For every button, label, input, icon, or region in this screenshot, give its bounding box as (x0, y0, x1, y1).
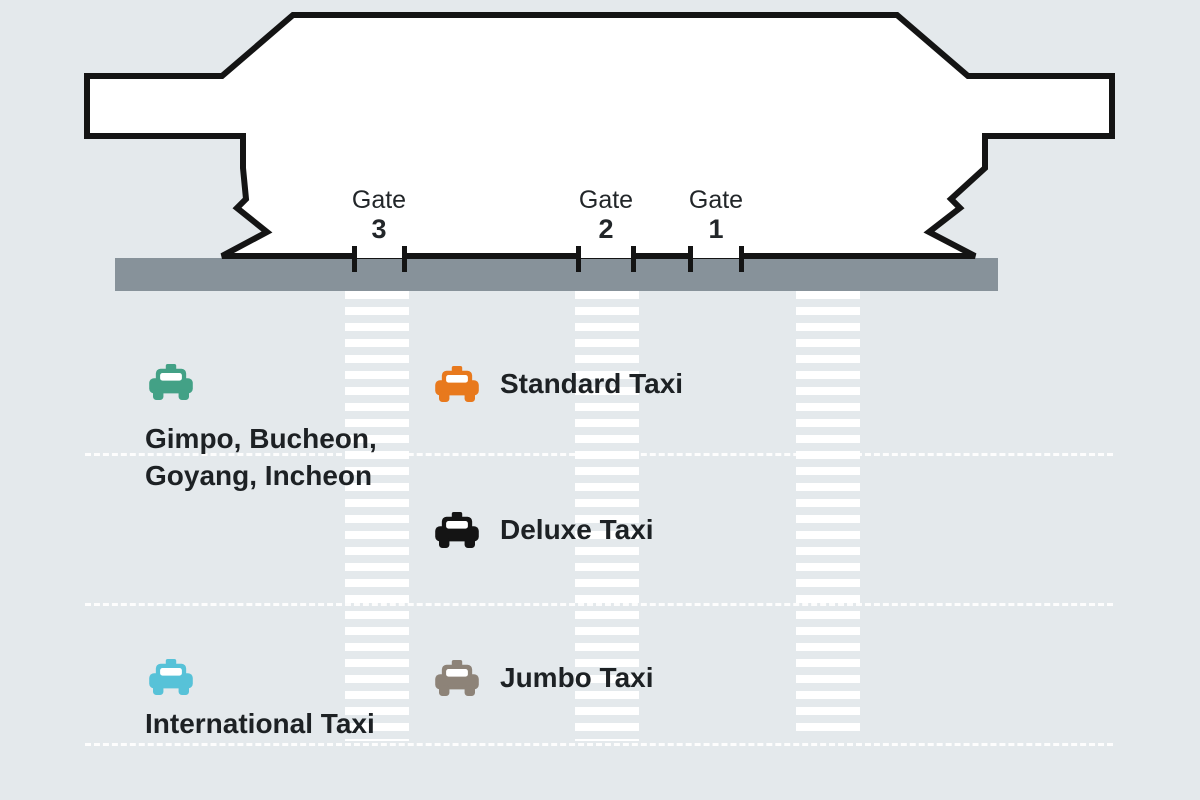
gate-word: Gate (351, 186, 407, 214)
crosswalk-gate-3 (345, 291, 409, 741)
legend-label: Deluxe Taxi (500, 514, 654, 545)
gate-number: 3 (371, 214, 387, 244)
legend-label-line: Gimpo, Bucheon, (145, 423, 377, 454)
gate-2-label: Gate 2 (558, 186, 654, 244)
gate-word: Gate (688, 186, 744, 214)
terminal-outline (84, 12, 1115, 259)
gate-3-label: Gate 3 (331, 186, 427, 244)
taxi-icon (435, 660, 479, 696)
crosswalk-right (796, 291, 860, 737)
legend-label: Gimpo, Bucheon, Goyang, Incheon (145, 420, 377, 494)
legend-label: Jumbo Taxi (500, 662, 654, 693)
taxi-icon (149, 364, 193, 400)
zone-divider-line (85, 743, 1113, 746)
taxi-icon (435, 512, 479, 548)
legend-standard-taxi: Standard Taxi (434, 366, 683, 402)
curb-road (115, 258, 998, 291)
legend-international-taxi: International Taxi (145, 659, 375, 740)
taxi-icon (435, 366, 479, 402)
gate-1-label: Gate 1 (668, 186, 764, 244)
gate-word: Gate (578, 186, 634, 214)
gate-number: 1 (708, 214, 724, 244)
crosswalk-gate-2 (575, 291, 639, 741)
legend-label-line: Goyang, Incheon (145, 460, 373, 491)
legend-label: Standard Taxi (500, 368, 684, 399)
taxi-icon (149, 659, 193, 695)
legend-deluxe-taxi: Deluxe Taxi (434, 512, 654, 548)
legend-label: International Taxi (145, 708, 375, 739)
gate-door-ticks (352, 246, 744, 272)
gate-openings (357, 249, 739, 258)
legend-gimpo-group: Gimpo, Bucheon, Goyang, Incheon (145, 364, 377, 494)
legend-jumbo-taxi: Jumbo Taxi (434, 660, 654, 696)
gate-number: 2 (598, 214, 614, 244)
terminal-building-diagram (84, 12, 1115, 291)
